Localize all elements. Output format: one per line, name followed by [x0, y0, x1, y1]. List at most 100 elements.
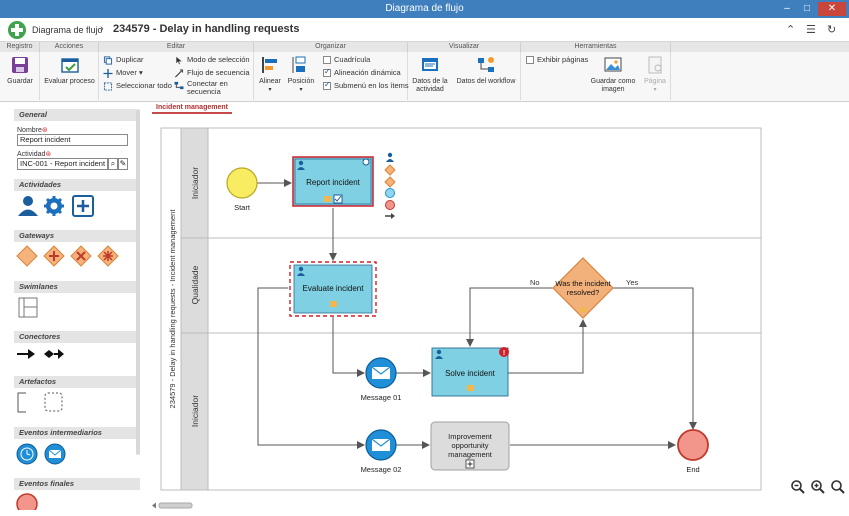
panel-scrollbar[interactable]: [136, 110, 140, 455]
activity-label: Actividad⊛: [17, 151, 52, 158]
timer-event-icon[interactable]: [16, 443, 38, 465]
save-as-image-button[interactable]: Guardar como imagen: [588, 55, 638, 94]
scroll-left-icon[interactable]: [152, 502, 156, 509]
parallel-gateway-icon[interactable]: [43, 245, 65, 267]
duplicate-button[interactable]: Duplicar: [103, 55, 144, 65]
duplicate-label: Duplicar: [116, 55, 144, 64]
activity-input[interactable]: INC-001 - Report incident: [17, 158, 108, 170]
collapse-icon[interactable]: ⌃: [786, 24, 796, 36]
start-event[interactable]: [226, 167, 258, 199]
diagram-tabs: Incident management: [148, 102, 848, 114]
subprocess-label-line2: opportunity: [451, 441, 488, 450]
align-icon: [262, 57, 277, 73]
end-event[interactable]: [677, 429, 709, 461]
edit-icon[interactable]: ✎: [118, 158, 128, 170]
align-button[interactable]: Alinear ▾: [257, 55, 283, 94]
submenu-items-checkbox[interactable]: Submenú en los ítems: [323, 80, 409, 91]
name-input[interactable]: Report incident: [17, 134, 128, 146]
submenu-items-checkbox-box[interactable]: [323, 80, 331, 91]
section-activities: Actividades: [14, 179, 140, 191]
gateway-incident-resolved[interactable]: [552, 257, 614, 319]
subprocess-icon[interactable]: [72, 195, 94, 217]
grid-label: Cuadrícula: [334, 55, 371, 64]
exclusive-gateway-icon[interactable]: [16, 245, 38, 267]
lane-label-2: Qualidade: [190, 265, 200, 304]
subprocess-improvement[interactable]: [430, 421, 510, 471]
canvas-horizontal-scrollbar[interactable]: [150, 501, 750, 510]
diagram-canvas[interactable]: 234579 - Delay in handling requests - In…: [150, 114, 848, 498]
swimlane-icon[interactable]: [18, 297, 42, 319]
window-title: Diagrama de flujo: [385, 3, 464, 14]
inclusive-gateway-icon[interactable]: [70, 245, 92, 267]
list-menu-icon[interactable]: ☰: [806, 24, 816, 36]
dynamic-align-checkbox-box[interactable]: [323, 67, 331, 78]
pool-label: 234579 - Delay in handling requests - In…: [168, 209, 177, 409]
task-menu-icon[interactable]: [362, 158, 370, 166]
user-task-icon[interactable]: [18, 196, 38, 216]
save-button[interactable]: Guardar: [4, 55, 36, 86]
minimize-icon[interactable]: –: [784, 3, 790, 14]
search-icon[interactable]: ⌕: [108, 158, 118, 170]
maximize-icon[interactable]: □: [803, 3, 811, 14]
zoom-in-icon[interactable]: [809, 479, 827, 497]
zoom-fit-icon[interactable]: [829, 479, 847, 497]
grid-checkbox[interactable]: Cuadrícula: [323, 55, 371, 65]
scroll-thumb[interactable]: [158, 502, 193, 509]
dynamic-align-checkbox[interactable]: Alineación dinámica: [323, 67, 401, 78]
quick-add-task-icon[interactable]: [387, 152, 393, 158]
lane-header-2: [180, 237, 209, 334]
task-evaluate-incident[interactable]: [289, 261, 377, 317]
sequence-flow-label: Flujo de secuencia: [187, 68, 250, 77]
show-pages-checkbox-box[interactable]: [526, 56, 534, 65]
window-titlebar: Diagrama de flujo – □ ✕: [0, 0, 849, 18]
quick-add-gateway-icon[interactable]: [384, 164, 396, 176]
cursor-icon: [176, 56, 182, 64]
alert-badge-icon: [499, 347, 509, 357]
message-event-02[interactable]: [365, 429, 397, 461]
flow-evaluate-to-message01[interactable]: [332, 317, 365, 377]
quick-add-intermediate-icon[interactable]: [385, 188, 395, 198]
flow-gateway-yes[interactable]: [613, 287, 697, 430]
quick-add-parallel-icon[interactable]: [384, 176, 396, 188]
duplicate-icon: [103, 55, 113, 65]
breadcrumb-root[interactable]: Diagrama de flujo: [32, 25, 103, 35]
selection-mode-button[interactable]: Modo de selección: [174, 55, 250, 65]
position-button[interactable]: Posición ▾: [286, 55, 316, 94]
grid-checkbox-box[interactable]: [323, 56, 331, 65]
show-pages-checkbox[interactable]: Exhibir páginas: [526, 55, 588, 65]
end-event-icon[interactable]: [16, 493, 40, 510]
task-report-incident[interactable]: [292, 156, 374, 207]
position-icon: [292, 56, 306, 73]
complex-gateway-icon[interactable]: [97, 245, 119, 267]
tab-incident-management[interactable]: Incident management: [152, 103, 232, 114]
move-dropdown-icon[interactable]: ▾: [138, 68, 143, 77]
move-button[interactable]: Mover ▾: [103, 68, 143, 78]
connect-sequence-button[interactable]: Conectar en secuencia: [174, 80, 233, 96]
zoom-out-icon[interactable]: [789, 479, 807, 497]
workflow-data-icon: [478, 57, 494, 72]
evaluate-process-button[interactable]: Evaluar proceso: [42, 55, 97, 86]
sequence-flow-button[interactable]: Flujo de secuencia: [174, 68, 250, 78]
message-event-02-label: Message 02: [361, 465, 402, 474]
page-button[interactable]: Página ▾: [642, 55, 668, 94]
conditional-connector-icon[interactable]: [44, 349, 64, 359]
workflow-data-button[interactable]: Datos del workflow: [453, 55, 519, 86]
close-icon[interactable]: ✕: [818, 2, 846, 16]
flow-gateway-no[interactable]: [466, 287, 553, 347]
select-all-button[interactable]: Seleccionar todo: [103, 81, 172, 91]
intermediate-events-palette: [16, 443, 66, 465]
task-solve-incident[interactable]: !: [431, 347, 509, 397]
flow-label-no: No: [530, 278, 540, 287]
message-event-icon[interactable]: [44, 443, 66, 465]
flow-evaluate-to-message02[interactable]: [257, 287, 365, 449]
message-event-01[interactable]: [365, 357, 397, 389]
system-task-icon[interactable]: [44, 196, 64, 216]
workflow-data-label: Datos del workflow: [456, 78, 516, 85]
sequence-connector-icon[interactable]: [17, 349, 35, 359]
annotation-icon[interactable]: [17, 392, 26, 413]
quick-add-end-icon[interactable]: [385, 200, 395, 210]
activity-data-button[interactable]: Datos de la actividad: [410, 55, 450, 94]
flow-solve-to-gateway[interactable]: [508, 319, 587, 374]
group-artifact-icon[interactable]: [44, 392, 63, 412]
refresh-icon[interactable]: ↻: [827, 24, 837, 36]
